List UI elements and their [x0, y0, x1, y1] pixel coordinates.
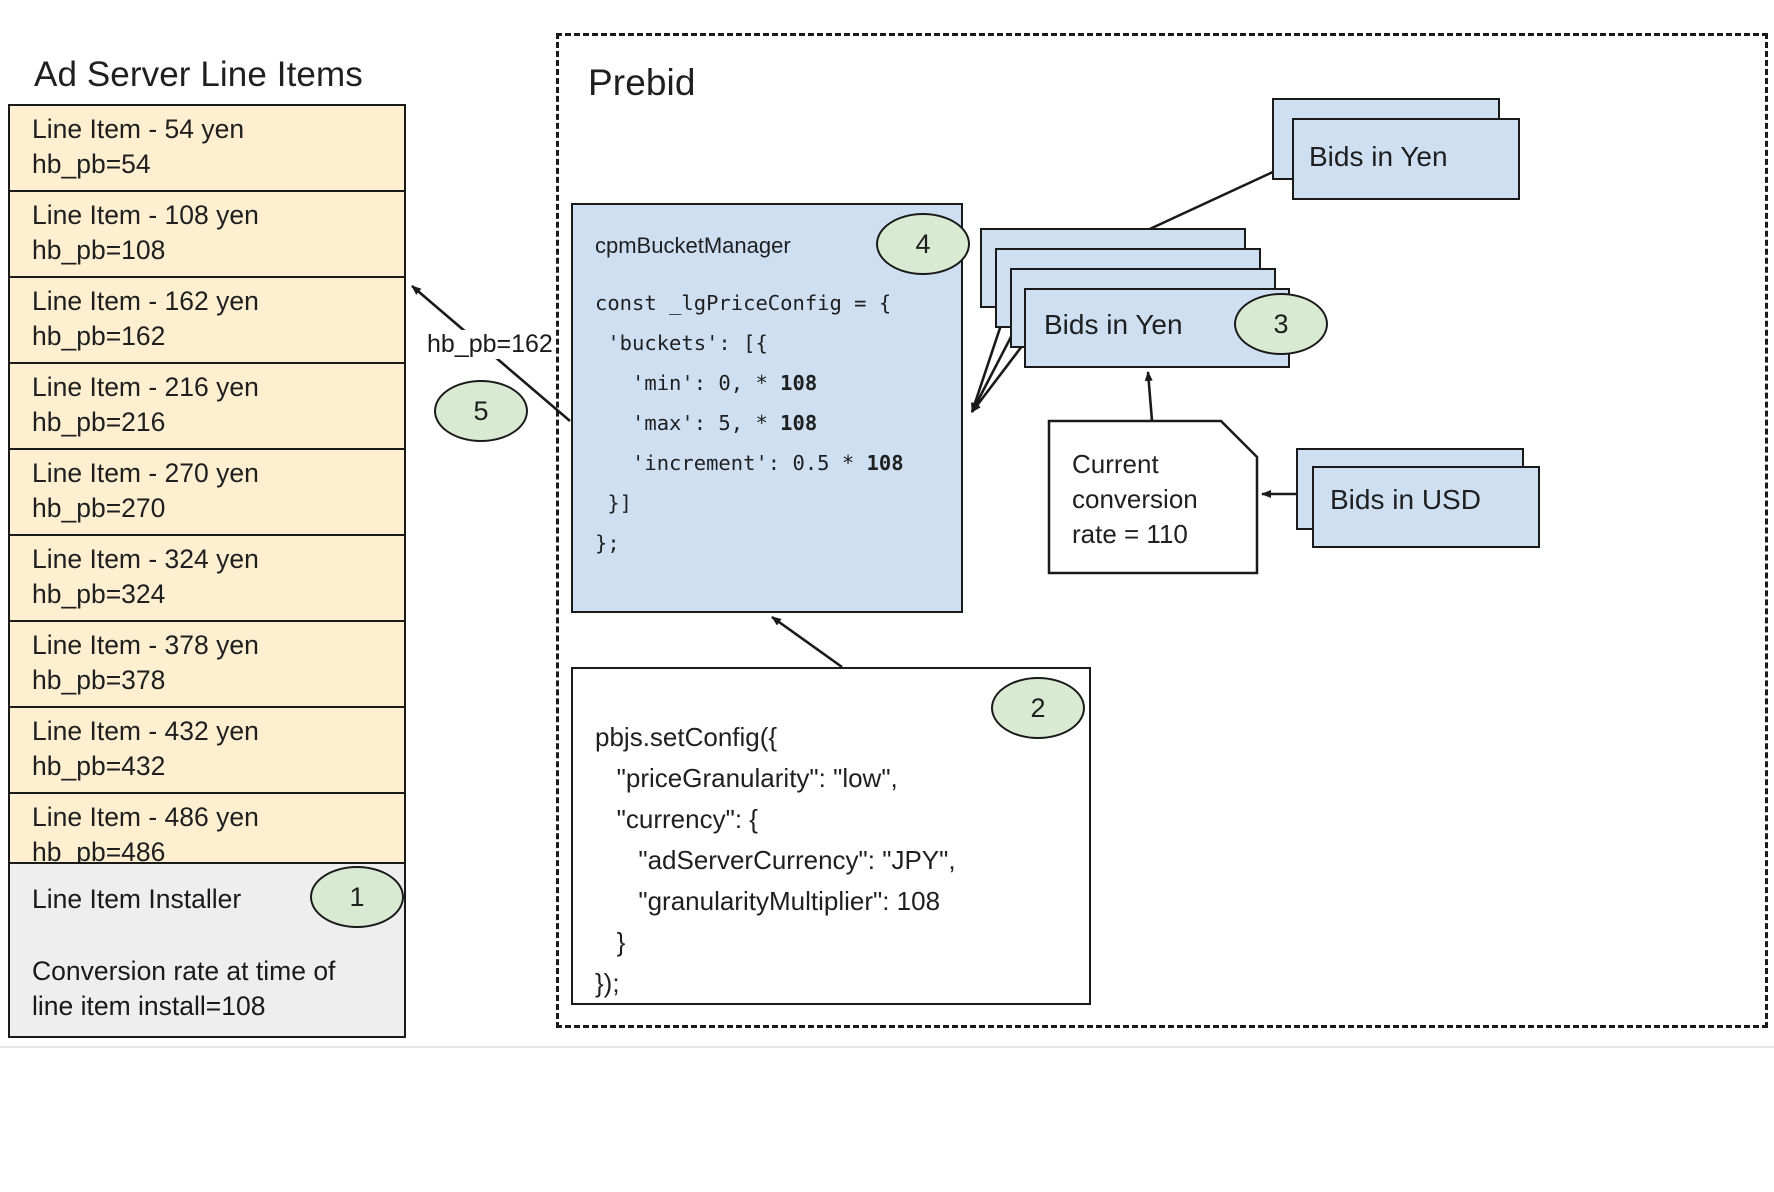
list-item: Line Item - 108 yen hb_pb=108	[10, 192, 404, 278]
installer-note-line-1: Conversion rate at time of	[32, 956, 336, 986]
line-item-name: Line Item - 378 yen	[32, 630, 259, 660]
list-item: Line Item - 54 yen hb_pb=54	[10, 106, 404, 192]
line-item-name: Line Item - 216 yen	[32, 372, 259, 402]
step-badge-5: 5	[434, 380, 528, 442]
conversion-note-line-2: conversion	[1072, 484, 1198, 514]
conversion-rate-note: Current conversion rate = 110	[1072, 447, 1252, 552]
list-item: Line Item - 432 yen hb_pb=432	[10, 708, 404, 794]
conversion-note-line-1: Current	[1072, 449, 1159, 479]
list-item: Line Item - 324 yen hb_pb=324	[10, 536, 404, 622]
conversion-note-line-3: rate = 110	[1072, 519, 1188, 549]
hb-pb-edge-label: hb_pb=162	[424, 330, 556, 359]
list-item: Line Item - 216 yen hb_pb=216	[10, 364, 404, 450]
prebid-boundary	[556, 33, 1768, 1028]
bottom-divider	[0, 1046, 1774, 1048]
step-badge-1: 1	[310, 866, 404, 928]
step-badge-2: 2	[991, 677, 1085, 739]
line-item-list: Line Item - 54 yen hb_pb=54 Line Item - …	[8, 104, 406, 966]
list-item: Line Item - 270 yen hb_pb=270	[10, 450, 404, 536]
line-item-key: hb_pb=54	[32, 149, 151, 179]
line-item-name: Line Item - 108 yen	[32, 200, 259, 230]
cpm-bucket-manager-code: const _lgPriceConfig = { 'buckets': [{ '…	[595, 291, 904, 555]
line-item-key: hb_pb=270	[32, 493, 166, 523]
bids-in-usd-label: Bids in USD	[1330, 484, 1481, 515]
list-item: Line Item - 378 yen hb_pb=378	[10, 622, 404, 708]
installer-title: Line Item Installer	[32, 884, 242, 914]
line-item-key: hb_pb=324	[32, 579, 166, 609]
installer-note-line-2: line item install=108	[32, 991, 266, 1021]
line-item-key: hb_pb=162	[32, 321, 166, 351]
step-badge-3: 3	[1234, 293, 1328, 355]
line-item-name: Line Item - 324 yen	[32, 544, 259, 574]
line-item-key: hb_pb=378	[32, 665, 166, 695]
line-item-key: hb_pb=216	[32, 407, 166, 437]
bids-in-yen-incoming-label: Bids in Yen	[1309, 141, 1448, 172]
ad-server-title: Ad Server Line Items	[34, 55, 363, 94]
line-item-name: Line Item - 54 yen	[32, 114, 245, 144]
cpm-bucket-manager-box: cpmBucketManager const _lgPriceConfig = …	[571, 203, 963, 613]
line-item-key: hb_pb=108	[32, 235, 166, 265]
bids-in-yen-card-front	[1292, 118, 1520, 200]
line-item-name: Line Item - 162 yen	[32, 286, 259, 316]
prebid-title: Prebid	[588, 62, 696, 103]
line-item-name: Line Item - 270 yen	[32, 458, 259, 488]
list-item: Line Item - 162 yen hb_pb=162	[10, 278, 404, 364]
bids-in-yen-converted-label: Bids in Yen	[1044, 309, 1183, 340]
cpm-bucket-manager-header: cpmBucketManager	[595, 233, 791, 258]
line-item-name: Line Item - 432 yen	[32, 716, 259, 746]
step-badge-4: 4	[876, 213, 970, 275]
line-item-name: Line Item - 486 yen	[32, 802, 259, 832]
line-item-key: hb_pb=432	[32, 751, 166, 781]
bids-in-usd-card-front	[1312, 466, 1540, 548]
set-config-code: pbjs.setConfig({ "priceGranularity": "lo…	[595, 722, 956, 998]
